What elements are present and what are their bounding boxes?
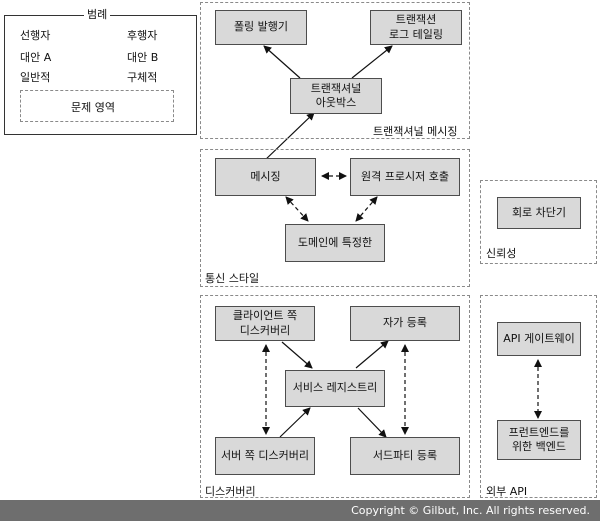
region-discovery [200, 295, 470, 498]
node-circuit-breaker: 회로 차단기 [497, 197, 581, 229]
node-transaction-log-tailing: 트랜잭션 로그 테일링 [370, 10, 462, 45]
node-api-gateway: API 게이트웨이 [497, 322, 581, 356]
registry-to-self-registration-arrow [355, 340, 389, 369]
client-discovery-to-registry-arrow [281, 341, 313, 369]
node-server-side-discovery: 서버 쪽 디스커버리 [215, 437, 315, 475]
legend-general: 일반적 [20, 71, 51, 84]
region-communication-style [200, 149, 470, 287]
legend-title: 범례 [84, 6, 111, 22]
node-transactional-outbox: 트랜잭셔널 아웃박스 [290, 78, 382, 114]
node-service-registry: 서비스 레지스트리 [285, 370, 385, 407]
outbox-to-polling-arrow [263, 45, 301, 79]
copyright-footer: Copyright © Gilbut, Inc. All rights rese… [0, 500, 600, 521]
legend [4, 15, 197, 135]
region-label-reliability: 신뢰성 [486, 247, 517, 260]
messaging-to-outbox-arrow [262, 112, 315, 163]
node-remote-procedure-invocation: 원격 프로시저 호출 [350, 158, 460, 196]
node-domain-specific: 도메인에 특정한 [285, 224, 385, 262]
outbox-to-log-tailing-arrow [351, 45, 393, 79]
node-backends-for-frontends: 프런트엔드를 위한 백엔드 [497, 420, 581, 460]
legend-alt-a: 대안 A [20, 51, 52, 64]
node-third-party-registration: 서드파티 등록 [350, 437, 460, 475]
node-messaging: 메시징 [215, 158, 316, 196]
registry-to-third-party-arrow [357, 407, 387, 438]
server-discovery-to-registry-arrow [279, 407, 311, 438]
messaging-domain-dashed [285, 196, 309, 222]
node-self-registration: 자가 등록 [350, 306, 460, 341]
region-label-transactional-messaging: 트랜잭셔널 메시징 [373, 125, 458, 138]
region-label-communication-style: 통신 스타일 [205, 272, 260, 285]
rpi-domain-dashed [355, 196, 378, 222]
legend-alt-b: 대안 B [127, 51, 159, 64]
node-polling-publisher: 폴링 발행기 [215, 10, 307, 45]
region-transactional-messaging [200, 2, 470, 139]
region-label-discovery: 디스커버리 [205, 485, 256, 498]
legend-predecessor: 선행자 [20, 29, 51, 42]
legend-specific: 구체적 [127, 71, 158, 84]
region-label-external-api: 외부 API [486, 485, 528, 498]
region-reliability [480, 180, 597, 264]
node-client-side-discovery: 클라이언트 쪽 디스커버리 [215, 306, 315, 341]
legend-problem-area-label: 문제 영역 [71, 101, 115, 114]
legend-problem-area-sample [20, 90, 174, 122]
legend-successor: 후행자 [127, 29, 158, 42]
copyright-text: Copyright © Gilbut, Inc. All rights rese… [351, 504, 590, 517]
region-external-api [480, 295, 597, 498]
